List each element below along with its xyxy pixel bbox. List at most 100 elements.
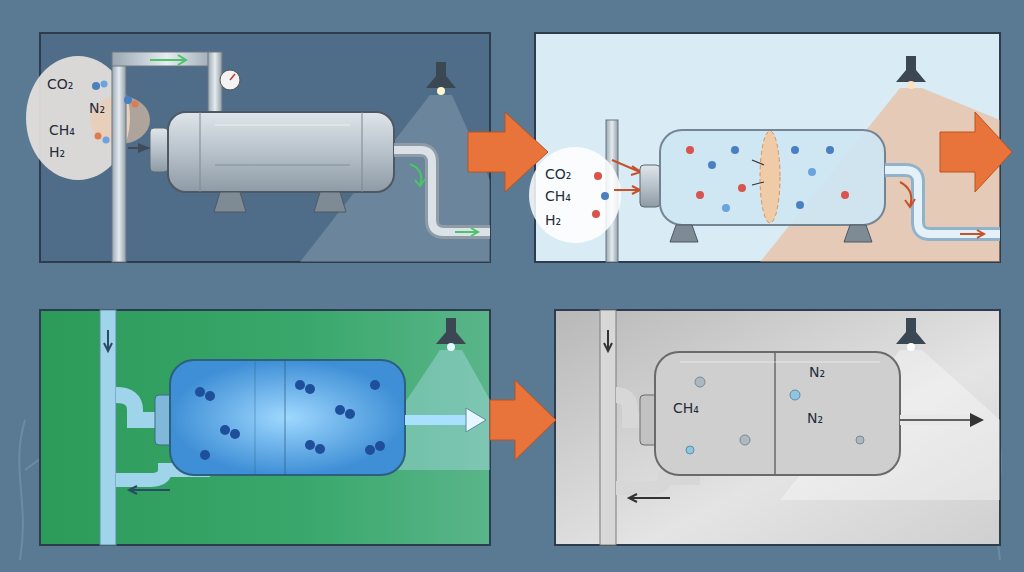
panel-four	[907, 343, 915, 351]
panel-two	[640, 165, 660, 207]
gas-label: N₂	[88, 100, 106, 116]
panel-two	[841, 191, 849, 199]
panel-four	[680, 362, 880, 363]
panel-four	[616, 478, 700, 488]
panel-one	[230, 74, 235, 80]
panel-four	[555, 310, 1000, 545]
panel-one	[208, 52, 222, 114]
panel-four	[600, 310, 616, 545]
gas-label: N₂	[806, 410, 824, 426]
panel-three	[436, 318, 466, 344]
flow-arrows	[490, 380, 556, 460]
panel-three	[305, 440, 315, 450]
panel-one	[437, 87, 445, 95]
panel-four	[790, 390, 800, 400]
panel-two	[760, 131, 780, 223]
panel-four	[695, 377, 705, 387]
panel-three	[200, 450, 210, 460]
panel-three	[100, 310, 116, 545]
panel-three	[205, 391, 215, 401]
panel-one	[168, 112, 394, 192]
panel-three	[365, 445, 375, 455]
gas-label: H₂	[48, 144, 66, 160]
panel-two	[907, 81, 915, 89]
panel-four	[686, 446, 694, 454]
panel-one	[215, 125, 350, 126]
panel-one	[124, 96, 132, 104]
panel-four	[555, 310, 1000, 545]
panel-three	[195, 387, 205, 397]
panel-four	[604, 330, 612, 351]
panel-one	[455, 228, 478, 236]
panel-three	[305, 384, 315, 394]
panel-one	[26, 33, 490, 262]
panel-two	[796, 201, 804, 209]
panel-one	[214, 192, 346, 212]
panel-three	[40, 310, 490, 545]
panel-one	[220, 70, 240, 90]
panel-one	[92, 82, 100, 90]
panel-two	[708, 161, 716, 169]
panel-two	[731, 146, 739, 154]
panel-four	[970, 413, 984, 427]
panel-two	[601, 192, 609, 200]
panel-three	[447, 343, 455, 351]
panel-one	[112, 52, 222, 66]
panel-two	[686, 146, 694, 154]
panel-one	[215, 165, 350, 166]
panel-two	[738, 184, 746, 192]
gas-label: H₂	[544, 212, 562, 228]
panel-three	[295, 380, 305, 390]
panel-three	[40, 310, 490, 545]
panel-one	[132, 101, 139, 108]
panel-two	[808, 168, 816, 176]
panel-three	[104, 330, 112, 351]
flow-arrows	[468, 112, 1012, 460]
panel-two	[696, 191, 704, 199]
panel-three	[116, 395, 160, 420]
panel-two	[670, 225, 872, 242]
panel-two	[752, 160, 764, 185]
panel-four	[856, 436, 864, 444]
gas-label: CO₂	[544, 166, 572, 182]
panel-three	[285, 360, 286, 475]
panel-three	[255, 360, 256, 475]
panel-three	[405, 415, 470, 425]
panel-three	[370, 380, 380, 390]
panel-one	[426, 62, 456, 88]
panel-three	[335, 405, 345, 415]
panel-three	[345, 409, 355, 419]
gas-label: N₂	[808, 364, 826, 380]
panel-two	[592, 210, 600, 218]
flow-arrows	[468, 112, 548, 192]
panel-one	[95, 133, 102, 140]
gas-label: CH₄	[672, 400, 700, 416]
panel-two	[594, 172, 602, 180]
panel-one	[200, 112, 201, 192]
panel-three	[170, 360, 405, 475]
gas-label: CO₂	[46, 76, 74, 92]
panel-two	[900, 182, 915, 207]
panel-four	[896, 318, 926, 344]
panel-one	[362, 112, 363, 192]
panel-three	[129, 486, 170, 494]
panel-two	[529, 147, 621, 243]
flow-arrows	[940, 112, 1012, 192]
panel-four	[629, 494, 670, 502]
panel-four	[774, 352, 776, 475]
panel-one	[150, 55, 186, 65]
panel-four	[740, 435, 750, 445]
panel-two	[960, 230, 984, 238]
panel-one	[112, 60, 126, 262]
panel-one	[410, 164, 425, 186]
panel-three	[466, 408, 486, 432]
panel-four	[655, 352, 900, 475]
panel-two	[660, 130, 885, 225]
panel-three	[315, 444, 325, 454]
gas-label: CH₄	[48, 122, 76, 138]
gas-label: CH₄	[544, 188, 572, 204]
panel-three	[230, 429, 240, 439]
